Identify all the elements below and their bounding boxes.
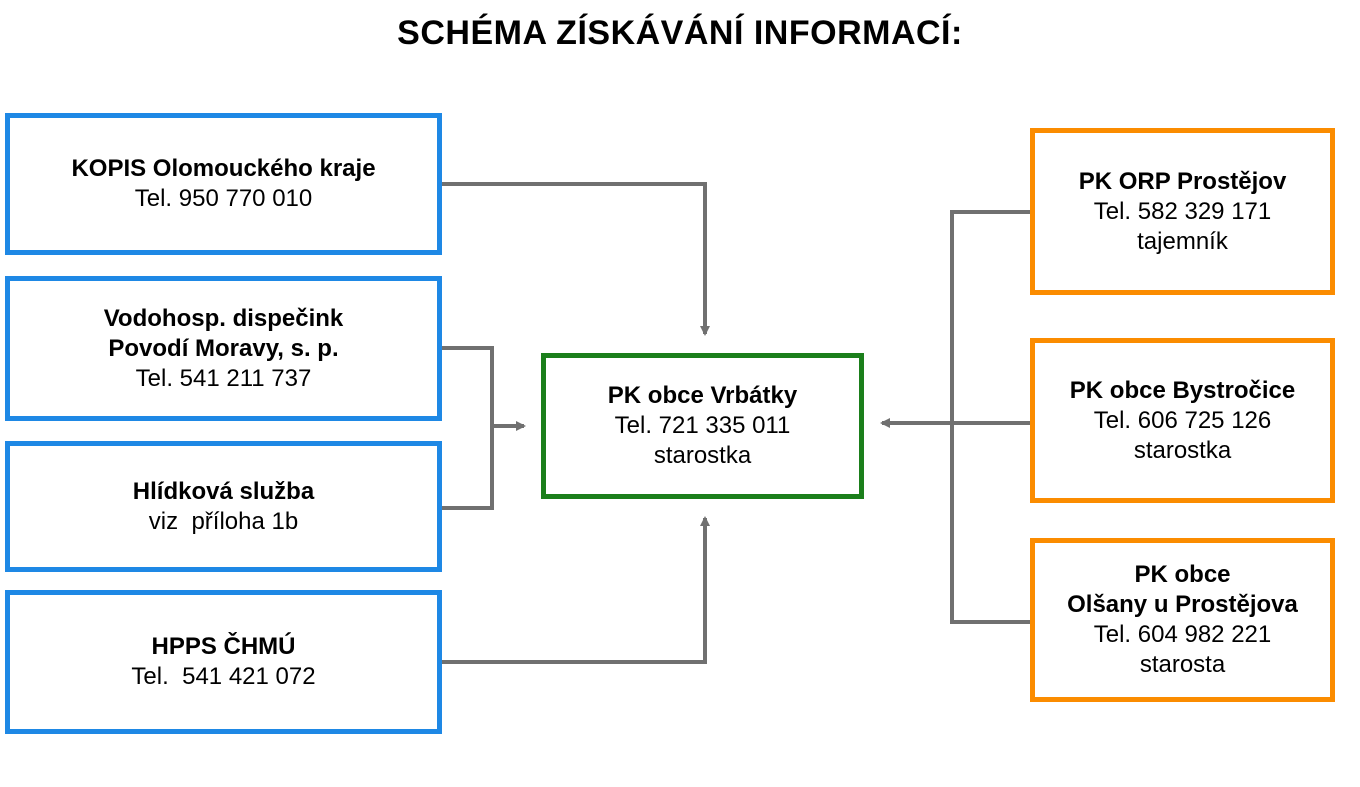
box-bystrocice: PK obce Bystročice Tel. 606 725 126 star… — [1030, 338, 1335, 503]
box-kopis-phone: Tel. 950 770 010 — [134, 185, 313, 212]
box-orp-prostejov: PK ORP Prostějov Tel. 582 329 171 tajemn… — [1030, 128, 1335, 295]
box-orp-role: tajemník — [1137, 227, 1228, 255]
connector-kopis — [442, 182, 710, 336]
box-hpps-phone: Tel. 541 421 072 — [131, 663, 316, 690]
box-olsany-phone: Tel. 604 982 221 — [1093, 621, 1272, 648]
box-vodohosp-name-line1: Vodohosp. dispečink — [103, 304, 344, 332]
connector-hpps — [442, 516, 710, 664]
connector-orp — [950, 210, 1030, 624]
box-bystrocice-name: PK obce Bystročice — [1069, 376, 1296, 404]
box-vodohosp-phone: Tel. 541 211 737 — [135, 364, 312, 392]
box-hlidkova: Hlídková služba viz příloha 1b — [5, 441, 442, 572]
box-kopis: KOPIS Olomouckého kraje Tel. 950 770 010 — [5, 113, 442, 255]
box-vrbatky-role: starostka — [653, 442, 752, 469]
box-olsany-role: starosta — [1139, 651, 1226, 678]
box-bystrocice-role: starostka — [1133, 436, 1232, 464]
diagram-title: SCHÉMA ZÍSKÁVÁNÍ INFORMACÍ: — [397, 14, 963, 52]
box-hlidkova-note: viz příloha 1b — [148, 507, 299, 535]
box-olsany-name-line2: Olšany u Prostějova — [1067, 591, 1298, 618]
connector-vodohosp — [442, 346, 494, 510]
box-vodohosp-name-line2: Povodí Moravy, s. p. — [108, 334, 339, 362]
box-vrbatky-phone: Tel. 721 335 011 — [614, 412, 791, 439]
box-vodohosp: Vodohosp. dispečink Povodí Moravy, s. p.… — [5, 276, 442, 421]
box-olsany-name-line1: PK obce — [1134, 561, 1231, 588]
box-hpps-name: HPPS ČHMÚ — [151, 633, 296, 660]
box-orp-phone: Tel. 582 329 171 — [1093, 197, 1272, 225]
box-kopis-name: KOPIS Olomouckého kraje — [71, 155, 376, 182]
box-vrbatky: PK obce Vrbátky Tel. 721 335 011 starost… — [541, 353, 864, 499]
box-orp-name: PK ORP Prostějov — [1078, 167, 1287, 195]
box-vrbatky-name: PK obce Vrbátky — [607, 382, 798, 409]
box-hpps: HPPS ČHMÚ Tel. 541 421 072 — [5, 590, 442, 734]
box-bystrocice-phone: Tel. 606 725 126 — [1093, 406, 1272, 434]
box-hlidkova-name: Hlídková služba — [132, 477, 315, 505]
box-olsany: PK obce Olšany u Prostějova Tel. 604 982… — [1030, 538, 1335, 702]
